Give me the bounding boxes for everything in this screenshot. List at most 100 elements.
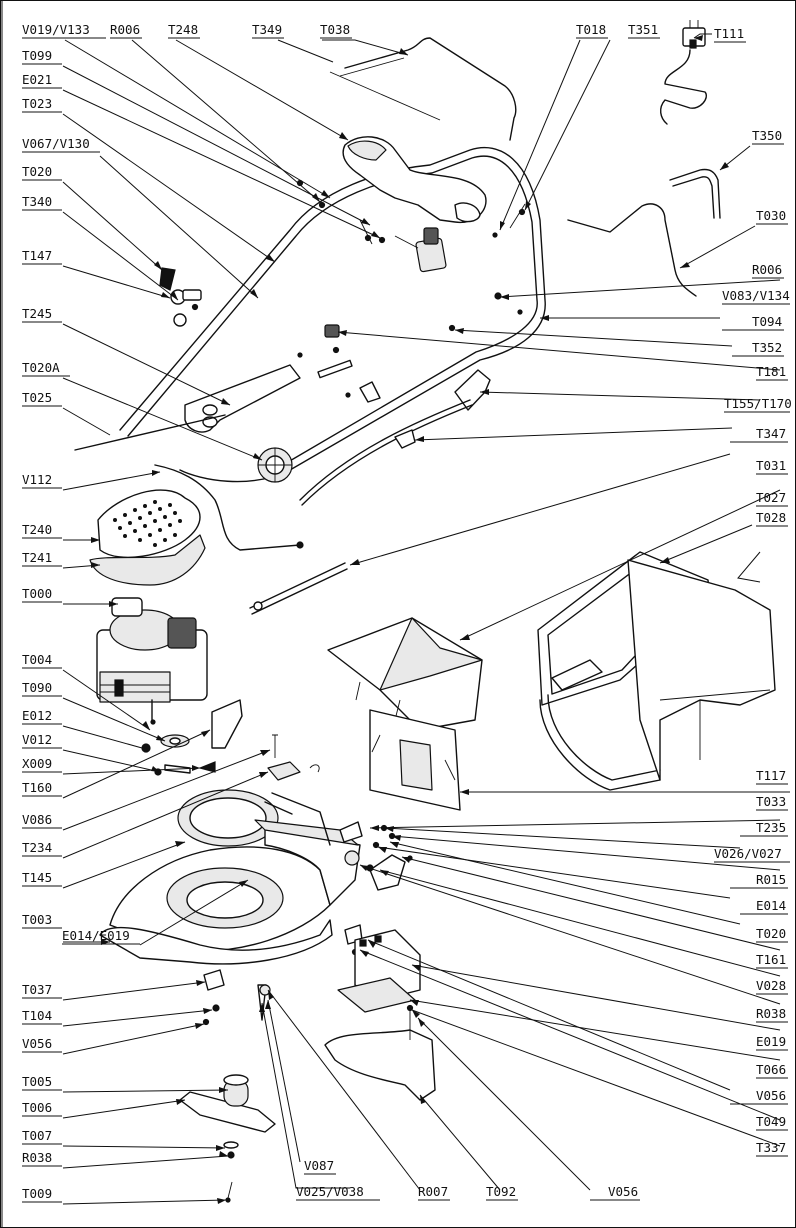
battery-charger	[660, 20, 707, 125]
label-t006: T006	[22, 1100, 52, 1115]
label-e021: E021	[22, 72, 52, 87]
label-t248: T248	[168, 22, 198, 37]
label-t009: T009	[22, 1186, 52, 1201]
label-v026-v027: V026/V027	[714, 846, 782, 861]
label-t117: T117	[756, 768, 786, 783]
label-v056-bottom: V056	[608, 1184, 638, 1199]
label-v056-right: V056	[756, 1088, 786, 1103]
label-t020a: T020A	[22, 360, 60, 375]
label-t005: T005	[22, 1074, 52, 1089]
label-t094: T094	[752, 314, 782, 329]
handle-rod	[567, 203, 697, 297]
leader-lines	[62, 33, 790, 1205]
label-r006-right: R006	[752, 262, 782, 277]
label-v019-v133: V019/V133	[22, 22, 90, 37]
label-t028: T028	[756, 510, 786, 525]
label-v025-v038: V025/V038	[296, 1184, 364, 1199]
label-t003: T003	[22, 912, 52, 927]
label-t023: T023	[22, 96, 52, 111]
label-t038: T038	[320, 22, 350, 37]
label-t340: T340	[22, 194, 52, 209]
label-t337: T337	[756, 1140, 786, 1155]
linkage-rod	[74, 414, 226, 451]
label-t181: T181	[756, 364, 786, 379]
drive-cable-lever	[299, 369, 491, 506]
label-t351: T351	[628, 22, 658, 37]
label-v056-left: V056	[22, 1036, 52, 1051]
engine-cover	[89, 489, 206, 586]
upper-handle-bar	[344, 37, 517, 141]
label-r015: R015	[756, 872, 786, 887]
label-t104: T104	[22, 1008, 52, 1023]
label-t033: T033	[756, 794, 786, 809]
label-t350: T350	[752, 128, 782, 143]
label-e014-e019: E014/E019	[62, 928, 130, 943]
label-t145: T145	[22, 870, 52, 885]
label-v086: V086	[22, 812, 52, 827]
label-t234: T234	[22, 840, 52, 855]
label-t111: T111	[714, 26, 744, 41]
label-v087: V087	[304, 1158, 334, 1173]
label-t030: T030	[756, 208, 786, 223]
label-t099: T099	[22, 48, 52, 63]
label-t235: T235	[756, 820, 786, 835]
label-t027: T027	[756, 490, 786, 505]
label-r038-right: R038	[756, 1006, 786, 1021]
label-t090: T090	[22, 680, 52, 695]
chute-frame	[264, 792, 331, 846]
label-t020-right: T020	[756, 926, 786, 941]
front-hardware	[202, 969, 271, 1026]
battery	[337, 929, 421, 1013]
label-t347: T347	[756, 426, 786, 441]
label-t037: T037	[22, 982, 52, 997]
label-r006-top: R006	[110, 22, 140, 37]
label-t245: T245	[22, 306, 52, 321]
label-e014-right: E014	[756, 898, 786, 913]
engine	[96, 597, 208, 721]
label-t020-top: T020	[22, 164, 52, 179]
handle-brace	[669, 168, 721, 219]
label-v012: V012	[22, 732, 52, 747]
label-v028: V028	[756, 978, 786, 993]
engine-small-parts	[141, 699, 243, 776]
label-e019: E019	[756, 1034, 786, 1049]
label-t004: T004	[22, 652, 52, 667]
arrowheads	[91, 35, 729, 1204]
grass-deflector	[327, 617, 483, 731]
label-v112: V112	[22, 472, 52, 487]
label-t018: T018	[576, 22, 606, 37]
mid-fittings	[159, 203, 526, 403]
blade-assembly	[179, 1074, 276, 1203]
label-v083-v134: V083/V134	[722, 288, 790, 303]
label-t031: T031	[756, 458, 786, 473]
grass-bag	[627, 559, 776, 781]
label-t049: T049	[756, 1114, 786, 1129]
label-t147: T147	[22, 248, 52, 263]
label-r007: R007	[418, 1184, 448, 1199]
battery-cover	[324, 1004, 436, 1101]
label-r038-left: R038	[22, 1150, 52, 1165]
long-cable	[154, 464, 301, 551]
control-panel	[342, 136, 487, 224]
label-e012: E012	[22, 708, 52, 723]
callout-labels: V019/V133 R006 T248 T349 T038 T018 T351 …	[22, 22, 792, 1203]
mower-deck	[99, 819, 361, 965]
label-t161: T161	[756, 952, 786, 967]
cable-clip	[394, 429, 416, 449]
label-t160: T160	[22, 780, 52, 795]
label-v067-v130: V067/V130	[22, 136, 90, 151]
label-t092: T092	[486, 1184, 516, 1199]
deck-bracket	[267, 734, 320, 781]
label-t007: T007	[22, 1128, 52, 1143]
lever-plate	[184, 364, 301, 433]
label-t066: T066	[756, 1062, 786, 1077]
wiring-harness	[249, 562, 348, 615]
rear-flap	[369, 709, 461, 811]
label-t025: T025	[22, 390, 52, 405]
label-t349: T349	[252, 22, 282, 37]
label-t000: T000	[22, 586, 52, 601]
label-t240: T240	[22, 522, 52, 537]
label-t352: T352	[752, 340, 782, 355]
adjustment-knob	[257, 447, 293, 483]
